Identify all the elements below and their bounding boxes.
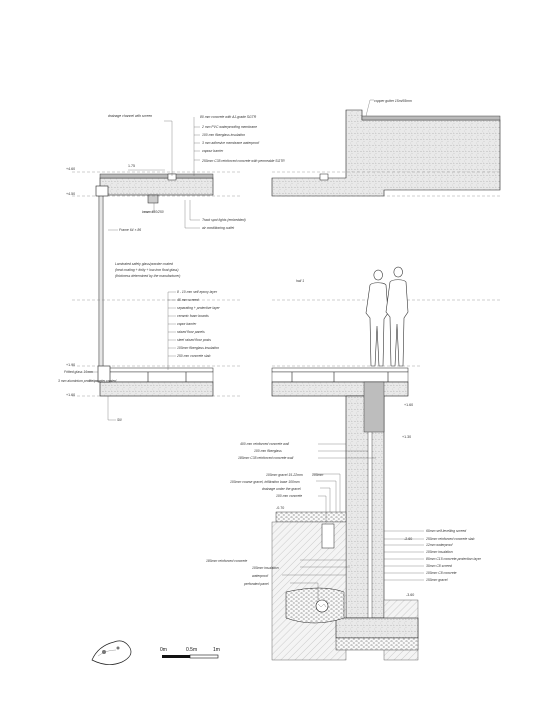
label-rc-wall-180: 180mm C35 reinforced concrete wall <box>238 456 293 460</box>
level-right-wall: +1.30 <box>402 435 411 439</box>
label-perforated-panel: perforated panel <box>243 582 269 586</box>
scale-bar <box>162 654 219 659</box>
left-roof-slab <box>72 169 240 204</box>
label-glass-line-3: (thickness determined by the manufacture… <box>115 274 180 278</box>
floor-leaders <box>88 291 176 421</box>
label-screed: 45 mm screed <box>177 298 199 302</box>
label-drainage-channel: drainage channel with screen <box>108 114 152 118</box>
label-hall: hall 1 <box>296 279 304 283</box>
level-roof-bottom: +4.50 <box>66 192 75 196</box>
label-sill: Sill <box>117 418 122 422</box>
label-raised-floor-panels: raised floor panels <box>177 330 205 334</box>
label-separating-layer: separating + protective layer <box>177 306 221 310</box>
level-ground: -0.70 <box>276 506 284 510</box>
gravel-drain-bed <box>285 587 345 624</box>
scale-label-0: 0m <box>160 647 167 653</box>
label-concrete-100: 100 mm concrete <box>276 494 302 498</box>
label-gravel-15-22: 100mm gravel 15-22mm <box>266 473 303 477</box>
label-beam: beam 450/250 <box>142 210 164 214</box>
label-fritted-glass: Fritted glass 16mm <box>64 370 93 374</box>
label-aluminium-profile: 3 mm aluminium profile/powder coated <box>58 379 116 383</box>
top-glazing-frame <box>95 185 109 197</box>
label-foam-boards: ceramic foam boards <box>177 314 209 318</box>
label-floor-insulation: 100mm fiberglass insulation <box>177 346 219 350</box>
level-floor-bottom: +1.60 <box>66 393 75 397</box>
label-aircon: air conditioning outlet <box>202 226 235 230</box>
label-c8-screed: 30mm C8 screed <box>426 564 452 568</box>
roof-slab-concrete <box>99 177 214 196</box>
roof-membrane <box>99 173 214 179</box>
dim-roof-overhang: 1.75 <box>128 164 135 168</box>
label-copper-gutter: copper gutter 15m/65mm <box>374 99 412 103</box>
glazing-unit <box>98 196 104 372</box>
label-foundation-insulation: 100mm insulation <box>252 566 279 570</box>
retaining-wall <box>318 381 385 619</box>
label-vapour-barrier: vapour barrier <box>202 149 224 153</box>
label-foundation-waterproof: waterproof <box>252 574 269 578</box>
label-wall-fiberglass: 100 mm fiberglass <box>254 449 282 453</box>
level-roof-top: +4.60 <box>66 167 75 171</box>
right-floor-slab <box>271 365 420 397</box>
level-basement-bottom: -3.60 <box>406 593 414 597</box>
label-rc-wall-400: 400 mm reinforced concrete wall <box>240 442 289 446</box>
foundation-leaders <box>282 530 424 600</box>
label-gravel-150: 150mm gravel <box>426 578 448 582</box>
label-floor-vapor-barrier: vapor barrier <box>177 322 197 326</box>
beam <box>147 194 159 204</box>
foundation-zone <box>271 521 419 661</box>
label-c8-concrete: 100mm C8 concrete <box>426 571 457 575</box>
left-top-leaders <box>108 117 200 231</box>
label-waterproof-12: 12mm waterproof <box>426 543 453 547</box>
label-gravel-100: 100mm <box>312 473 323 477</box>
label-insulation-100: 100mm insulation <box>426 550 453 554</box>
label-self-levelling-screed: 60mm self-levelling screed <box>426 529 466 533</box>
label-roof-insulation: 100 mm fiberglass insulation <box>202 133 245 137</box>
scale-label-half: 0.5m <box>186 647 197 653</box>
left-floor-slab <box>72 299 240 397</box>
label-track-lights: Track spot lights (embedded) <box>202 218 246 222</box>
site-plan-thumbnail <box>91 640 132 665</box>
label-rc-slab-250: 250mm reinforced concrete slab <box>425 537 475 541</box>
label-pvc-membrane: 2 mm PVC waterproofing membrane <box>201 125 257 129</box>
level-right-floor: +1.60 <box>404 403 413 407</box>
right-roof-wall <box>271 99 501 197</box>
level-floor-top: +1.90 <box>66 363 75 367</box>
label-concrete-slab: 250 mm concrete slab <box>176 354 210 358</box>
label-drainage-gravel: drainage under the gravel <box>262 487 301 491</box>
label-raised-floor-posts: steel raised floor posts <box>177 338 211 342</box>
level-basement-top: -2.60 <box>404 537 412 541</box>
label-adhesive-membrane: 3 mm adhesive membrane waterproof <box>202 141 260 145</box>
label-c15-protection: 80mm C15 concrete-protection layer <box>426 557 482 561</box>
label-frame: Frame 64 × 86 <box>119 228 141 232</box>
label-coarse-gravel: 100mm coarse gravel, infiltration base 1… <box>230 480 300 484</box>
label-foundation-rc: 180mm reinforced concrete <box>206 559 247 563</box>
scale-label-1: 1m <box>213 647 220 653</box>
label-glass-line-1: Laminated safety glass/powder coated <box>115 262 173 266</box>
drain-box <box>321 523 335 549</box>
label-roof-concrete: 80 mm concrete with AJ-grade SGTR <box>200 115 257 119</box>
label-epoxy-layer: 8 - 10 mm self-epoxy layer <box>177 290 218 294</box>
label-roof-slab: 250mm C35 reinforced concrete with perme… <box>201 159 285 163</box>
label-glass-line-2: (heat coating + tinity + low-iron float … <box>115 268 179 272</box>
people-silhouette <box>365 266 409 367</box>
